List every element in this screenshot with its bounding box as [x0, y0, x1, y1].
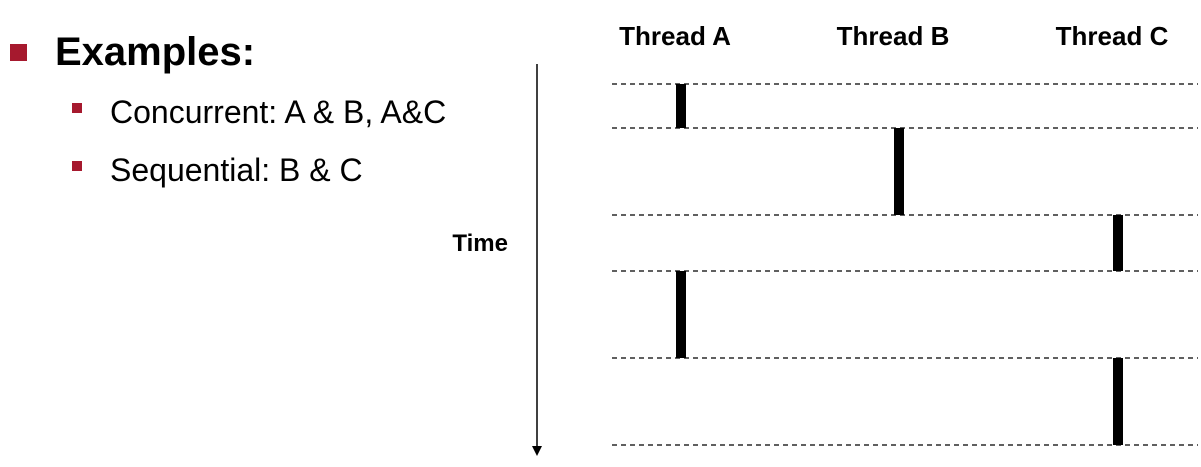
- bullet-list: Examples: Concurrent: A & B, A&C Sequent…: [0, 0, 560, 467]
- bullet-square-icon: [10, 43, 27, 61]
- time-axis-arrowhead: [532, 446, 542, 456]
- thread-execution-bar: [676, 84, 686, 128]
- bullet-examples: Examples:: [10, 28, 255, 76]
- sub-bullet-concurrent: Concurrent: A & B, A&C: [72, 92, 446, 132]
- sub-bullet-square-icon: [72, 161, 82, 171]
- sub-bullet-concurrent-text: Concurrent: A & B, A&C: [110, 94, 447, 130]
- thread-execution-bar: [676, 271, 686, 358]
- thread-execution-bar: [1113, 215, 1123, 271]
- thread-b-label: Thread B: [836, 21, 950, 51]
- thread-a-label: Thread A: [619, 21, 731, 51]
- bullet-examples-text: Examples:: [55, 30, 256, 74]
- sub-bullet-square-icon: [72, 103, 82, 113]
- thread-execution-bar: [1113, 358, 1123, 445]
- sub-bullet-sequential-text: Sequential: B & C: [110, 152, 363, 188]
- sub-bullet-sequential: Sequential: B & C: [72, 150, 363, 190]
- thread-c-label: Thread C: [1055, 21, 1169, 51]
- thread-execution-bar: [894, 128, 904, 215]
- time-axis-label: Time: [452, 230, 508, 257]
